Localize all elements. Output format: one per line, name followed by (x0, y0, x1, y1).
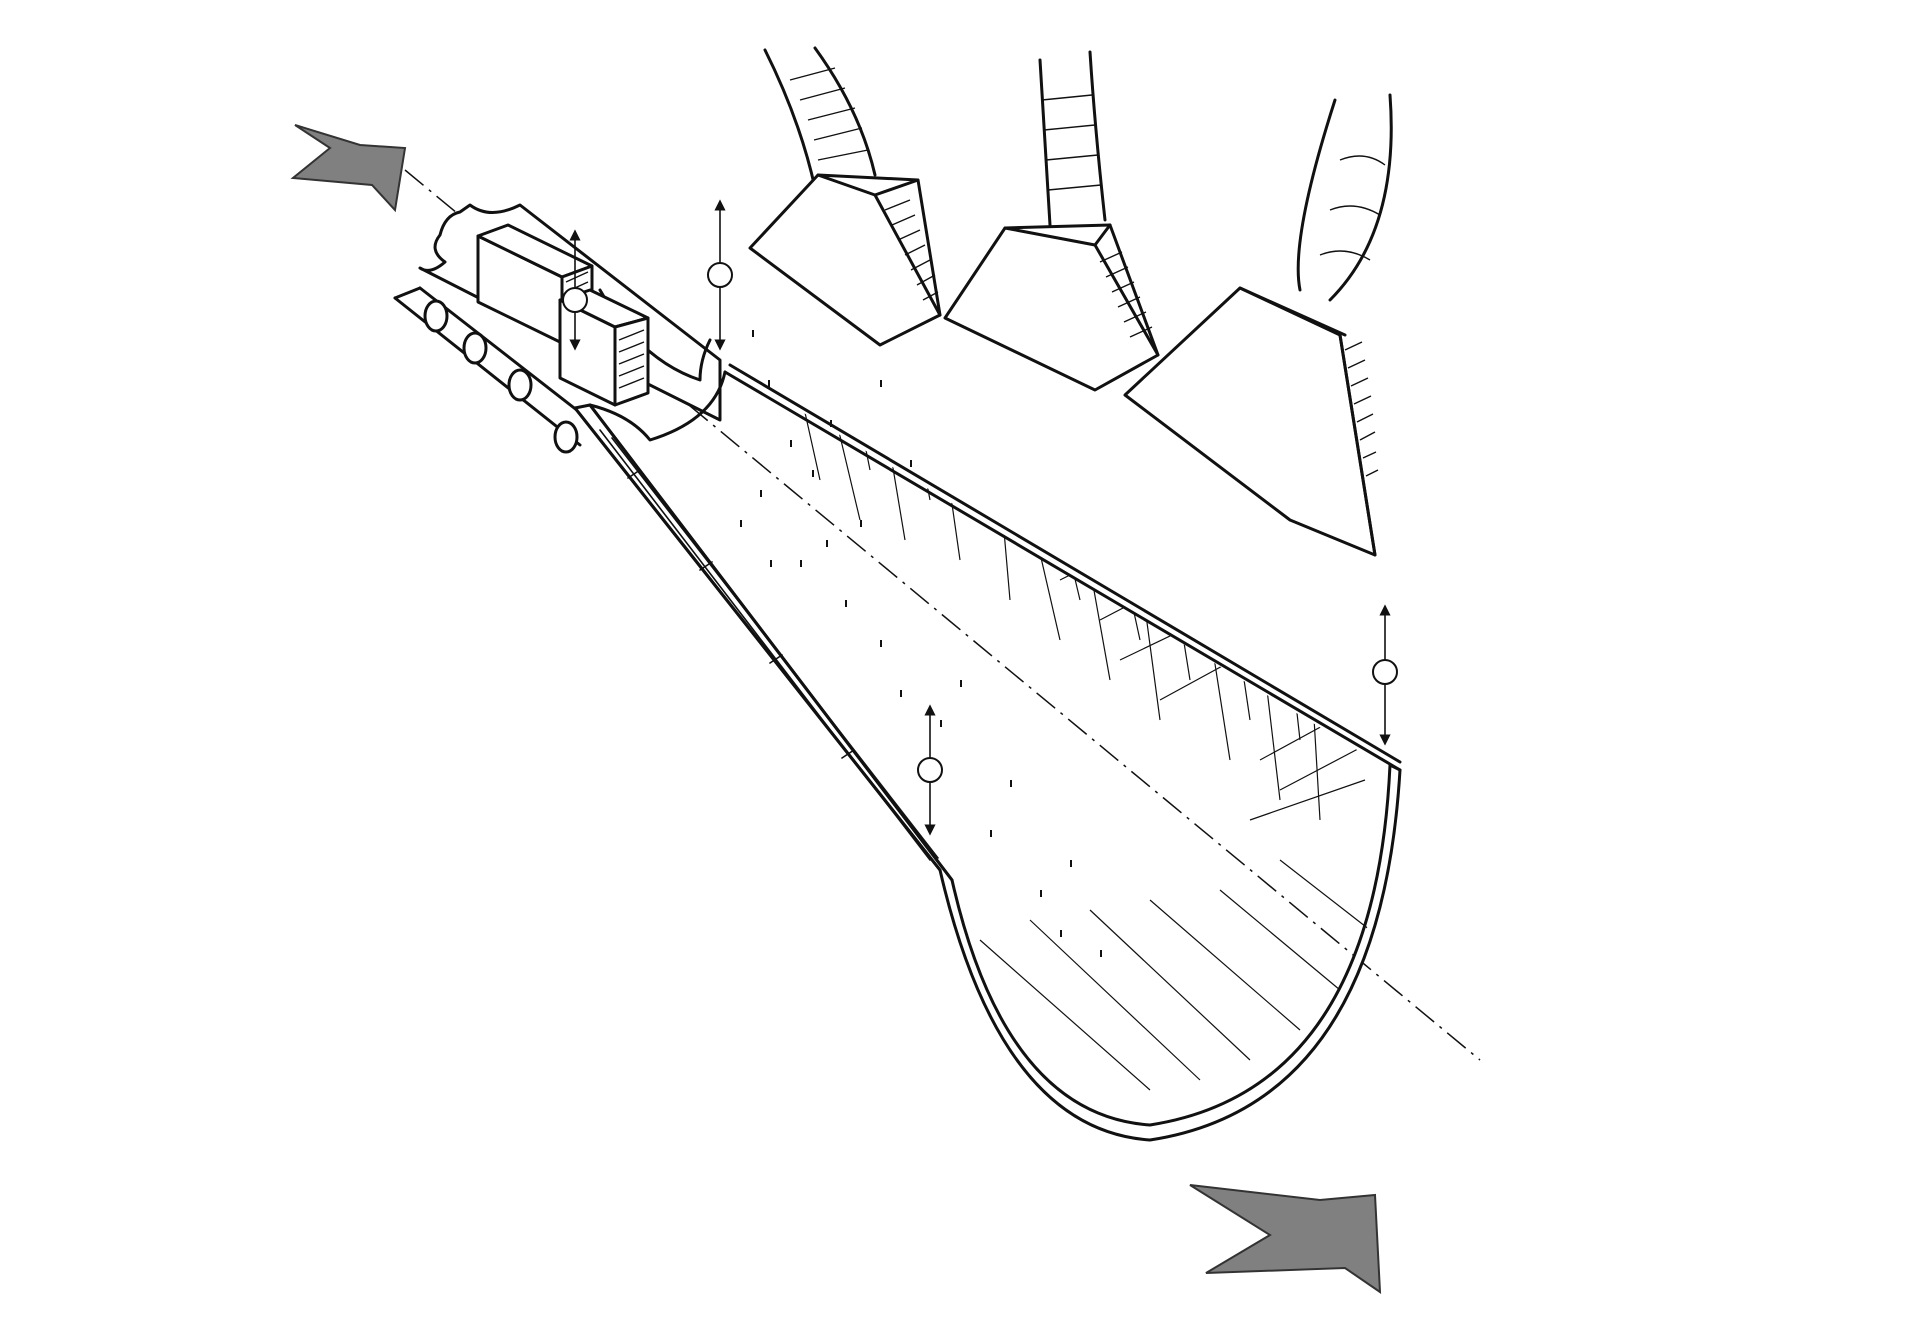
flow-in-arrow (290, 124, 407, 213)
spray-nozzle-3 (1123, 93, 1393, 557)
adjust-arrow (562, 229, 588, 351)
spray-nozzle-2 (943, 50, 1160, 392)
adjust-arrow (917, 704, 943, 836)
feed-conveyor (393, 286, 607, 454)
trough-chute (573, 363, 1402, 1142)
adjust-arrow (707, 199, 733, 351)
particle-dots (740, 330, 1102, 957)
center-axis (404, 169, 1481, 1061)
adjust-arrow (1372, 604, 1398, 746)
spray-nozzle-1 (748, 46, 942, 347)
flow-out-arrow (1189, 1184, 1382, 1294)
